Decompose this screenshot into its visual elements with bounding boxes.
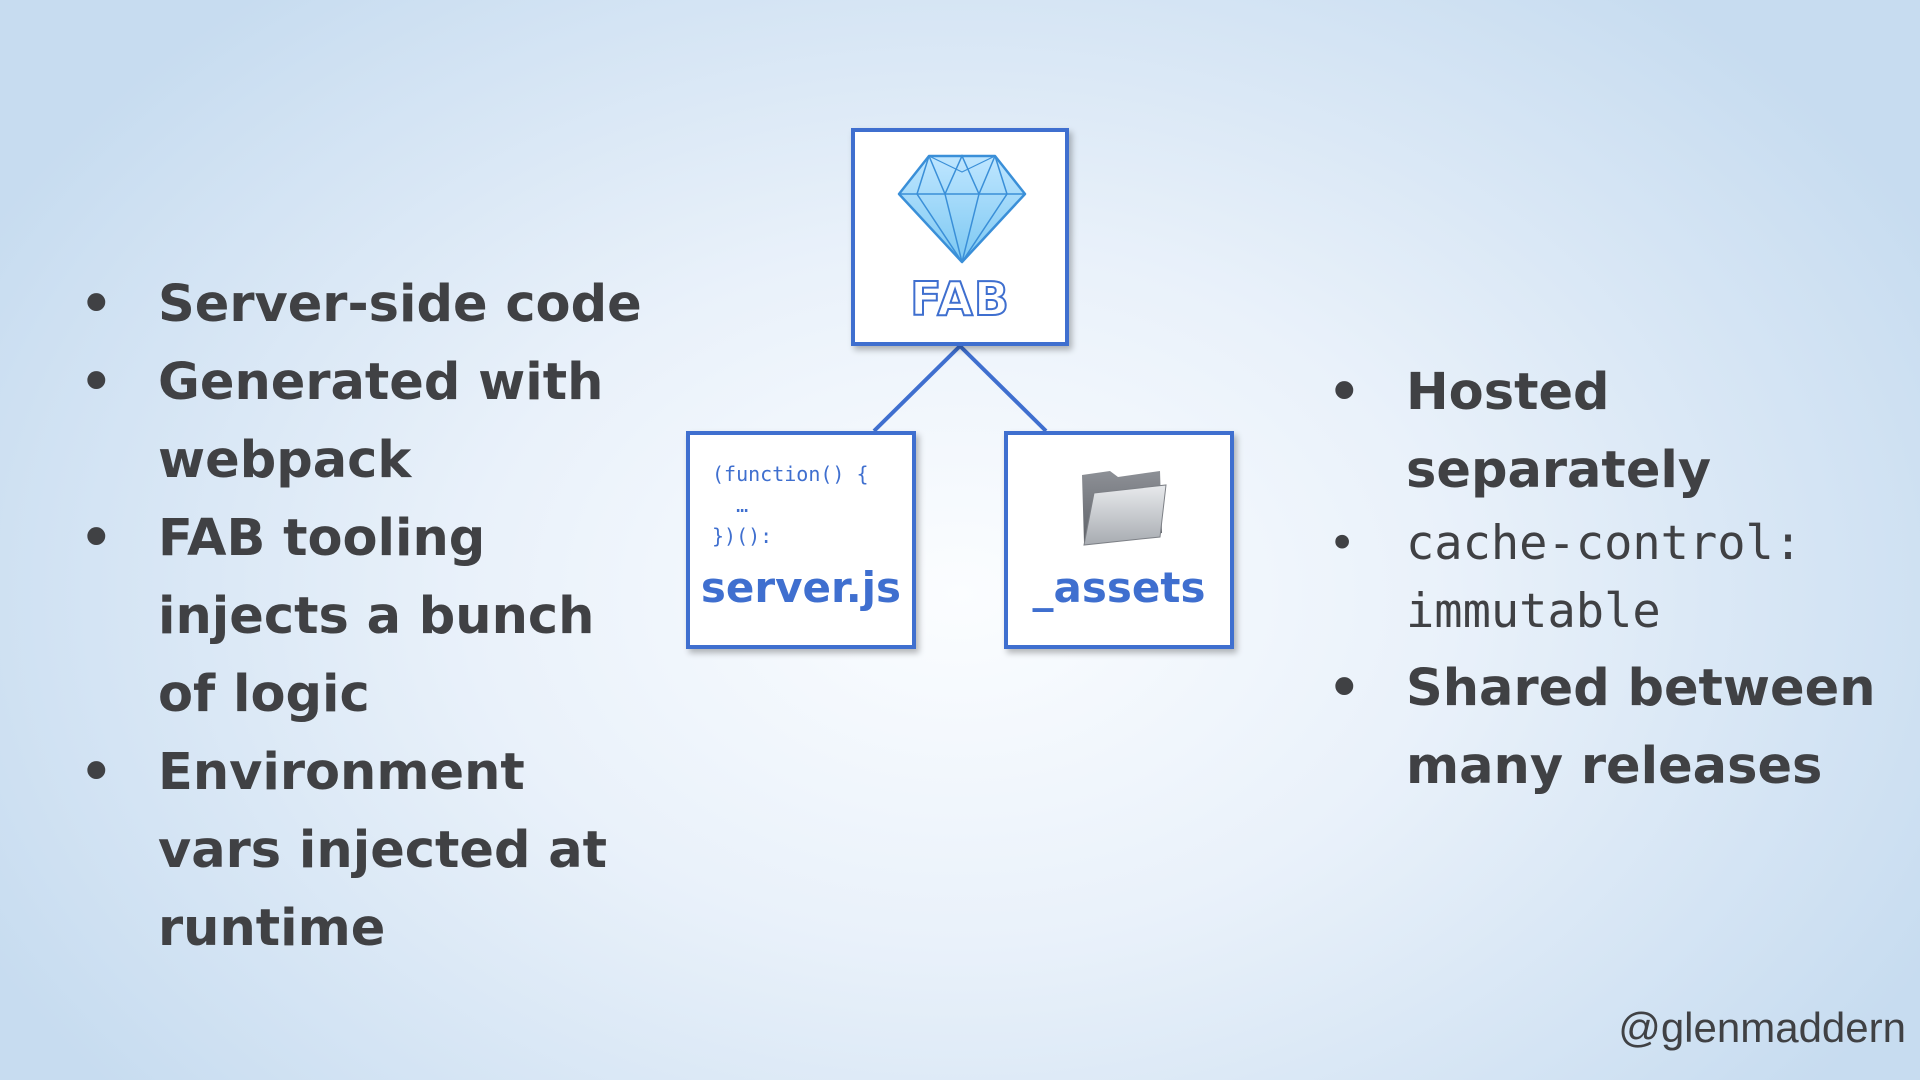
bullet-environment-vars: Environment vars injected at runtime xyxy=(80,734,660,968)
right-bullet-list: Hosted separately cache-control: immutab… xyxy=(1328,354,1908,806)
connector-fab-to-assets xyxy=(958,344,1048,433)
left-bullet-list: Server-side code Generated with webpack … xyxy=(80,266,660,968)
code-line: (function() { xyxy=(712,462,869,486)
bullet-cache-control: cache-control: immutable xyxy=(1328,510,1908,650)
assets-node: _assets xyxy=(1004,431,1234,649)
folder-icon xyxy=(1082,471,1167,546)
diamond-gem-icon xyxy=(897,154,1027,264)
connector-fab-to-server xyxy=(872,344,962,433)
fab-label: FAB xyxy=(909,271,1010,327)
bullet-generated-with-webpack: Generated with webpack xyxy=(80,344,660,500)
fab-node: FAB xyxy=(851,128,1069,346)
bullet-hosted-separately: Hosted separately xyxy=(1328,354,1908,510)
server-js-node: (function() { … })(): server.js xyxy=(686,431,916,649)
code-line: … xyxy=(712,493,749,517)
bullet-server-side-code: Server-side code xyxy=(80,266,660,344)
code-snippet: (function() { … })(): xyxy=(712,459,869,552)
bullet-fab-tooling: FAB tooling injects a bunch of logic xyxy=(80,500,660,734)
author-handle: @glenmaddern xyxy=(1618,1004,1906,1051)
assets-label: _assets xyxy=(1032,563,1206,612)
code-line: })(): xyxy=(712,524,773,548)
server-js-label: server.js xyxy=(700,563,902,612)
bullet-shared-between-releases: Shared between many releases xyxy=(1328,650,1908,806)
